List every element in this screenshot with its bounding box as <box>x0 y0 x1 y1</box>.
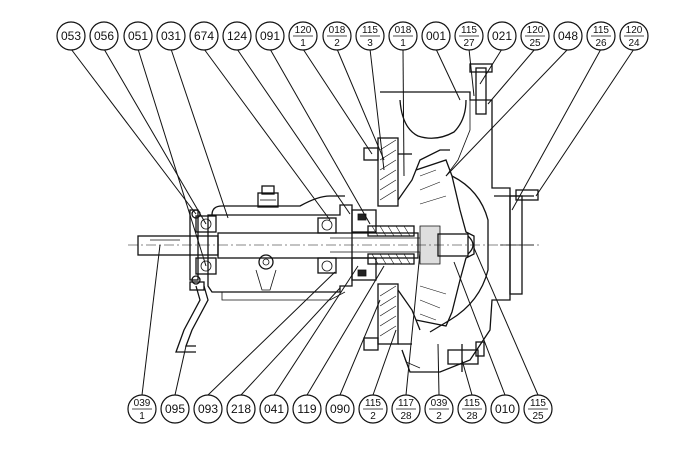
svg-text:095: 095 <box>165 402 185 416</box>
svg-text:001: 001 <box>426 29 446 43</box>
suction-flange <box>494 189 539 295</box>
volute-casing <box>380 91 511 373</box>
svg-text:3: 3 <box>367 38 373 49</box>
callout-048[interactable]: 048 <box>553 21 583 51</box>
callout-091[interactable]: 091 <box>255 21 285 51</box>
svg-text:25: 25 <box>532 411 544 422</box>
callout-124[interactable]: 124 <box>222 21 252 51</box>
svg-text:124: 124 <box>227 29 247 43</box>
callout-056[interactable]: 056 <box>89 21 119 51</box>
callout-010[interactable]: 010 <box>490 394 520 424</box>
svg-text:051: 051 <box>128 29 148 43</box>
svg-text:2: 2 <box>370 411 376 422</box>
svg-text:090: 090 <box>330 402 350 416</box>
svg-text:048: 048 <box>558 29 578 43</box>
mechanical-seal <box>367 225 415 265</box>
casing-cover <box>377 137 450 345</box>
svg-text:120: 120 <box>295 25 312 36</box>
svg-text:26: 26 <box>595 38 607 49</box>
svg-text:115: 115 <box>464 398 480 409</box>
svg-text:2: 2 <box>436 411 442 422</box>
svg-text:039: 039 <box>431 398 448 409</box>
svg-text:093: 093 <box>198 402 218 416</box>
svg-text:2: 2 <box>334 38 340 49</box>
callout-095[interactable]: 095 <box>160 394 190 424</box>
leader-lines <box>70 48 635 396</box>
callout-093[interactable]: 093 <box>193 394 223 424</box>
svg-text:27: 27 <box>463 38 475 49</box>
svg-text:1: 1 <box>400 38 406 49</box>
svg-text:674: 674 <box>194 29 214 43</box>
inboard-bearing <box>317 217 337 274</box>
callout-053[interactable]: 053 <box>56 21 86 51</box>
seal-area <box>351 209 377 281</box>
svg-text:119: 119 <box>297 402 316 416</box>
svg-text:056: 056 <box>94 29 114 43</box>
svg-text:041: 041 <box>264 402 284 416</box>
svg-text:039: 039 <box>134 398 151 409</box>
bearing-bracket <box>207 185 353 301</box>
outboard-bearing <box>189 209 217 285</box>
svg-text:115: 115 <box>362 25 378 36</box>
svg-text:28: 28 <box>466 411 478 422</box>
callout-041[interactable]: 041 <box>259 394 289 424</box>
callout-218[interactable]: 218 <box>226 394 256 424</box>
svg-text:115: 115 <box>530 398 546 409</box>
svg-text:120: 120 <box>626 25 643 36</box>
svg-text:218: 218 <box>231 402 251 416</box>
svg-text:053: 053 <box>61 29 81 43</box>
svg-text:018: 018 <box>395 25 412 36</box>
svg-text:115: 115 <box>365 398 381 409</box>
svg-text:091: 091 <box>260 29 280 43</box>
svg-text:115: 115 <box>461 25 477 36</box>
callout-090[interactable]: 090 <box>325 394 355 424</box>
svg-text:25: 25 <box>529 38 541 49</box>
callout-119[interactable]: 119 <box>292 394 322 424</box>
svg-text:021: 021 <box>492 29 512 43</box>
callout-021[interactable]: 021 <box>487 21 517 51</box>
svg-text:115: 115 <box>593 25 609 36</box>
pump-drawing <box>128 63 540 373</box>
svg-text:28: 28 <box>400 411 412 422</box>
support-foot <box>175 281 209 353</box>
cover-bolts <box>363 147 412 351</box>
svg-text:010: 010 <box>495 402 515 416</box>
svg-text:1: 1 <box>300 38 306 49</box>
callout-001[interactable]: 001 <box>421 21 451 51</box>
svg-text:120: 120 <box>527 25 544 36</box>
svg-text:24: 24 <box>628 38 640 49</box>
svg-text:018: 018 <box>329 25 346 36</box>
svg-text:031: 031 <box>161 29 181 43</box>
vent-bolt <box>469 63 493 115</box>
svg-text:1: 1 <box>139 411 145 422</box>
svg-text:117: 117 <box>398 398 414 409</box>
callout-031[interactable]: 031 <box>156 21 186 51</box>
impeller <box>415 159 475 327</box>
callout-051[interactable]: 051 <box>123 21 153 51</box>
callout-674[interactable]: 674 <box>189 21 219 51</box>
